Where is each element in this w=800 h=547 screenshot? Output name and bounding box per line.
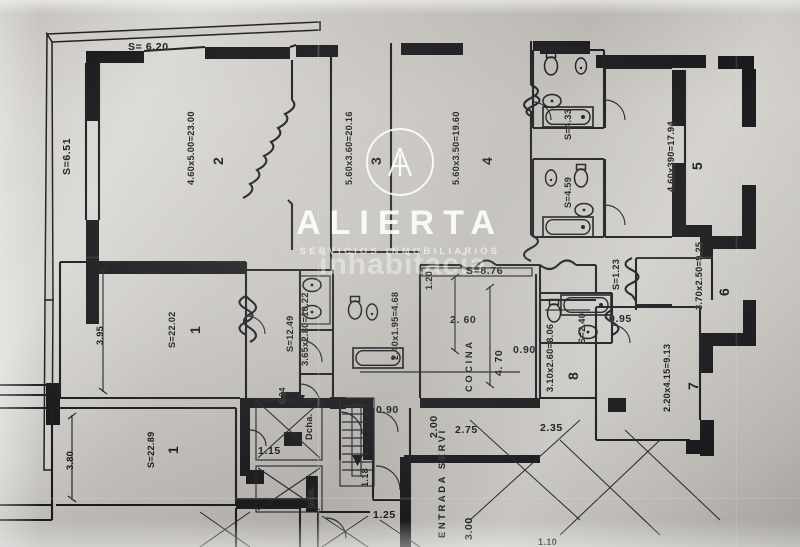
label-corridor-area: S=12.49 (285, 315, 295, 352)
label-distributor-area: S=8.76 (466, 265, 504, 277)
dimension-2-35: 2.35 (540, 422, 563, 434)
dimension-1-25: 1.25 (373, 509, 396, 521)
label-terrace-top-area: S= 6.20 (128, 41, 169, 53)
label-room-8-dimension: 3.10x2.60=8.06 (545, 323, 555, 392)
label-door-right: Dcha. (304, 413, 314, 440)
label-room-3-number: 3 (368, 157, 384, 165)
label-room-7-number: 7 (685, 382, 701, 390)
dimension-0-90-a: 0.90 (513, 344, 536, 356)
label-room-5-number: 5 (689, 162, 705, 170)
label-room-1-lower-area: S=22.89 (146, 431, 156, 468)
label-bath-right-area: S=2.40 (577, 312, 587, 344)
label-room-1-upper-number: 1 (187, 326, 203, 334)
label-room-1-upper-area: S=22.02 (167, 311, 177, 348)
label-room-7-dimension: 2.20x4.15=9.13 (662, 343, 672, 412)
label-room-6-number: 6 (716, 288, 732, 296)
label-room-6-dimension: 3.70x2.50=9.25 (694, 241, 704, 310)
label-bath-left-dimension: 2.40x1.95=4.68 (390, 291, 400, 360)
dimension-2-00: 2.00 (428, 415, 440, 438)
label-room-4-dimension: 5.60x3.50=19.60 (451, 111, 461, 185)
label-bath-mid-area: S=4.59 (563, 176, 573, 208)
dimension-3-00: 3.00 (463, 517, 475, 540)
label-kitchen: COCINA (463, 339, 474, 392)
label-bath-top-area: S=4.33 (563, 108, 573, 140)
dimension-2-60: 2. 60 (450, 314, 477, 326)
dimension-0-90-b: 0.90 (376, 404, 399, 416)
dimension-3-80: 3.80 (65, 450, 75, 470)
label-room-1-lower-number: 1 (165, 446, 181, 454)
label-door-left: Izda. (306, 486, 316, 508)
dimension-1-15: 1.15 (258, 445, 281, 457)
dimension-0-24: 0.24 (278, 387, 287, 404)
dimension-1-18: 1.18 (360, 467, 370, 487)
label-terrace-left-area: S=6.51 (61, 137, 73, 175)
label-service-entrance: ENTRADA SERVI (436, 428, 447, 538)
label-room-2-dimension: 4.60x5.00=23.00 (186, 111, 196, 185)
label-room-2-number: 2 (210, 157, 226, 165)
label-room-5-dimension: 4.60x390=17.94 (666, 121, 676, 192)
dimension-1-10: 1.10 (538, 537, 558, 547)
label-room-4-number: 4 (479, 157, 495, 165)
label-hall-small-area: S=1.23 (611, 258, 621, 290)
label-room-8-number: 8 (565, 372, 581, 380)
dimension-1-20: 1.20 (424, 270, 434, 290)
dimension-0-95: 0.95 (609, 313, 632, 325)
dimension-2-75: 2.75 (455, 424, 478, 436)
dimension-4-70: 4. 70 (493, 349, 505, 376)
dimension-3-95: 3.95 (95, 325, 105, 345)
label-hall-left-dimension: 3.65x2.80=10.22 (300, 292, 310, 366)
label-room-3-dimension: 5.60x3.60=20.16 (344, 111, 354, 185)
